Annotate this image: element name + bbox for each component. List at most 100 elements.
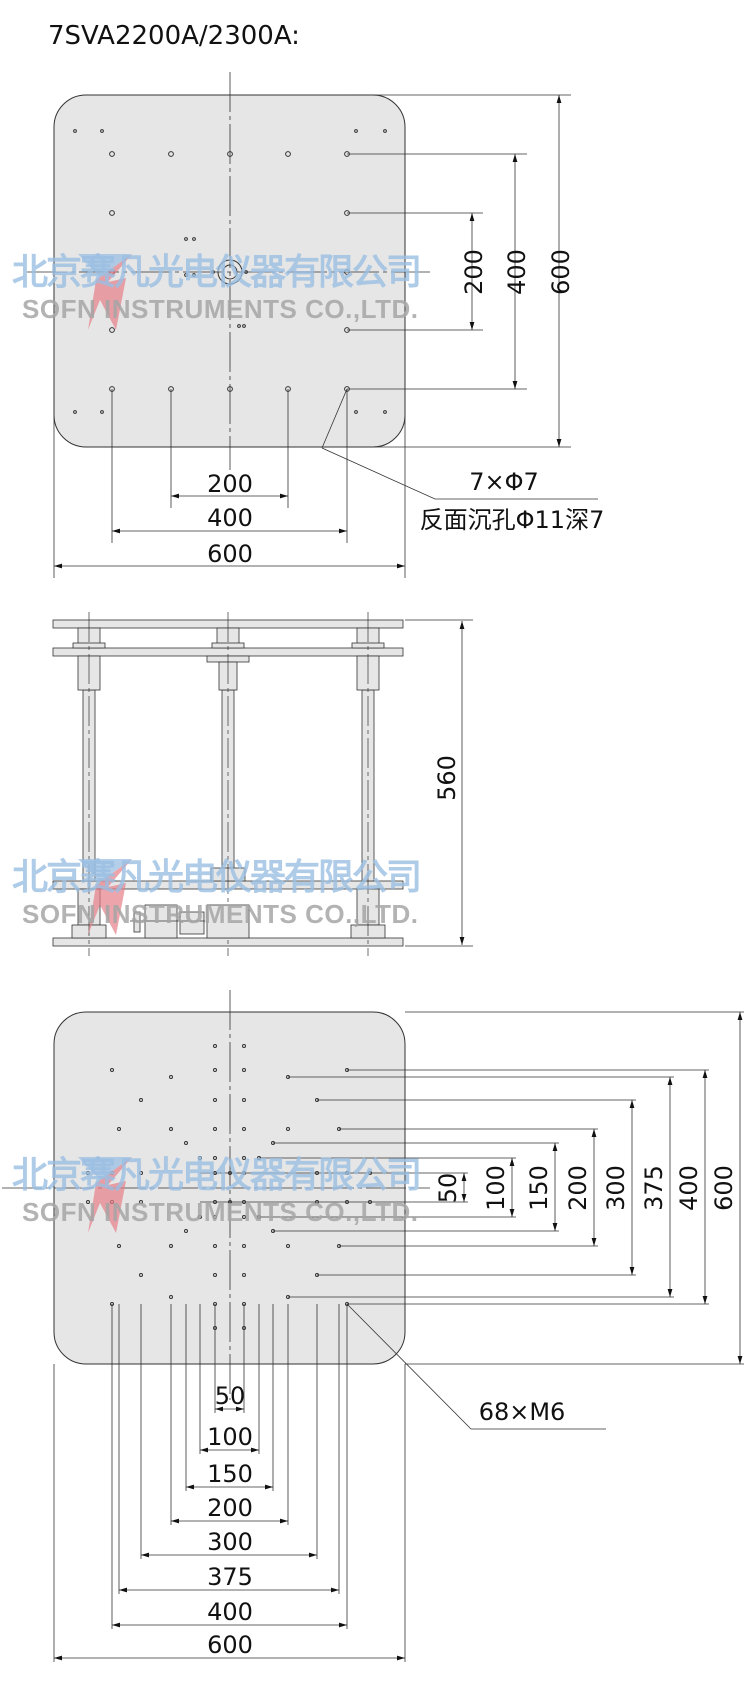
small-hole (237, 324, 241, 328)
bottom-dim-v-600: 600 (710, 1165, 738, 1211)
mount-hole (285, 151, 291, 157)
watermark-company-en: SOFN INSTRUMENTS CO.,LTD. (22, 899, 418, 929)
m6-hole (139, 1200, 143, 1204)
bottom-dim-v-300: 300 (602, 1165, 630, 1211)
hole-spec-note: 7×Φ7 (469, 468, 539, 496)
m6-hole (242, 1044, 246, 1048)
mount-hole (344, 269, 350, 275)
m6-hole (242, 1215, 246, 1219)
m6-hole (139, 1273, 143, 1277)
mount-hole (109, 327, 115, 333)
m6-hole (117, 1244, 121, 1248)
bottom-dim-h-50: 50 (215, 1382, 246, 1410)
bottom-dim-h-600: 600 (207, 1631, 253, 1659)
top-note-leader (321, 447, 598, 500)
small-hole (383, 410, 387, 414)
small-hole (192, 237, 196, 241)
small-hole (73, 410, 77, 414)
mount-hole (227, 151, 233, 157)
m6-hole (86, 1200, 90, 1204)
top-dim-h-400: 400 (207, 504, 253, 532)
m6-hole (169, 1295, 173, 1299)
m6-hole (117, 1127, 121, 1131)
watermark-company-en: SOFN INSTRUMENTS CO.,LTD. (22, 1197, 418, 1227)
m6-hole (242, 1156, 246, 1160)
logo-blue-wing (78, 1157, 132, 1180)
handwheel (133, 911, 141, 933)
m6-hole (139, 1098, 143, 1102)
m6-hole (286, 1127, 290, 1131)
bottom-dim-v-100: 100 (482, 1165, 510, 1211)
side-view: 560 (52, 612, 473, 956)
m6-hole (213, 1244, 217, 1248)
small-hole (192, 273, 196, 277)
bottom-dim-h-375: 375 (207, 1563, 253, 1591)
motor (144, 904, 178, 939)
m6-hole (242, 1273, 246, 1277)
m6-hole (169, 1244, 173, 1248)
coupling (179, 911, 205, 935)
m6-hole (242, 1244, 246, 1248)
m6-hole (198, 1156, 202, 1160)
watermark-company-cn: 北京赛凡光电仪器有限公司 (12, 1154, 422, 1196)
bottom-dim-h-400: 400 (207, 1598, 253, 1626)
m6-hole (110, 1068, 114, 1072)
m6-note-leader (346, 1303, 606, 1430)
m6-hole (213, 1068, 217, 1072)
m6-hole (213, 1156, 217, 1160)
m6-hole (139, 1171, 143, 1175)
bottom-dim-h-150: 150 (207, 1460, 253, 1488)
small-hole (354, 129, 358, 133)
top-plate (53, 94, 406, 448)
logo-red-bolt (88, 1157, 132, 1233)
mount-hole (227, 386, 233, 392)
mount-hole (168, 151, 174, 157)
top-dim-h-600: 600 (207, 540, 253, 568)
height-dim-560: 560 (433, 755, 461, 801)
small-hole (100, 410, 104, 414)
watermark-company-en: SOFN INSTRUMENTS CO.,LTD. (22, 294, 418, 324)
bottom-dim-v-375: 375 (640, 1165, 668, 1211)
bottom-dim-v-400: 400 (675, 1165, 703, 1211)
small-hole (184, 273, 188, 277)
m6-hole (184, 1229, 188, 1233)
top-dim-v-200: 200 (460, 249, 488, 295)
m6-hole (242, 1098, 246, 1102)
m6-hole (286, 1244, 290, 1248)
logo-red-bolt (88, 859, 132, 935)
bottom-dim-h-300: 300 (207, 1528, 253, 1556)
logo-red-bolt (88, 254, 132, 330)
logo-blue-wing (78, 859, 132, 882)
m6-hole (242, 1068, 246, 1072)
m6-hole (242, 1127, 246, 1131)
top-note-leader-start (321, 388, 348, 449)
bottom-dim-h-100: 100 (207, 1423, 253, 1451)
bottom-dim-v-200: 200 (564, 1165, 592, 1211)
logo-blue-wing (78, 254, 132, 277)
small-hole (244, 270, 248, 274)
small-hole (73, 129, 77, 133)
m6-hole (169, 1127, 173, 1131)
bottom-dim-v-150: 150 (525, 1165, 553, 1211)
mount-hole (109, 151, 115, 157)
m6-hole (213, 1127, 217, 1131)
top-dim-h-200: 200 (207, 470, 253, 498)
watermark-company-cn: 北京赛凡光电仪器有限公司 (12, 251, 422, 293)
gearbox (206, 904, 250, 939)
center-bore (217, 259, 243, 285)
bottom-dim-h-200: 200 (207, 1494, 253, 1522)
small-hole (383, 129, 387, 133)
m6-hole (213, 1215, 217, 1219)
m6-hole (86, 1171, 90, 1175)
center-bore-inner (222, 264, 238, 280)
thread-hole-note: 68×M6 (479, 1398, 566, 1426)
small-hole (354, 410, 358, 414)
small-hole (211, 270, 215, 274)
small-hole (242, 324, 246, 328)
m6-hole (213, 1098, 217, 1102)
